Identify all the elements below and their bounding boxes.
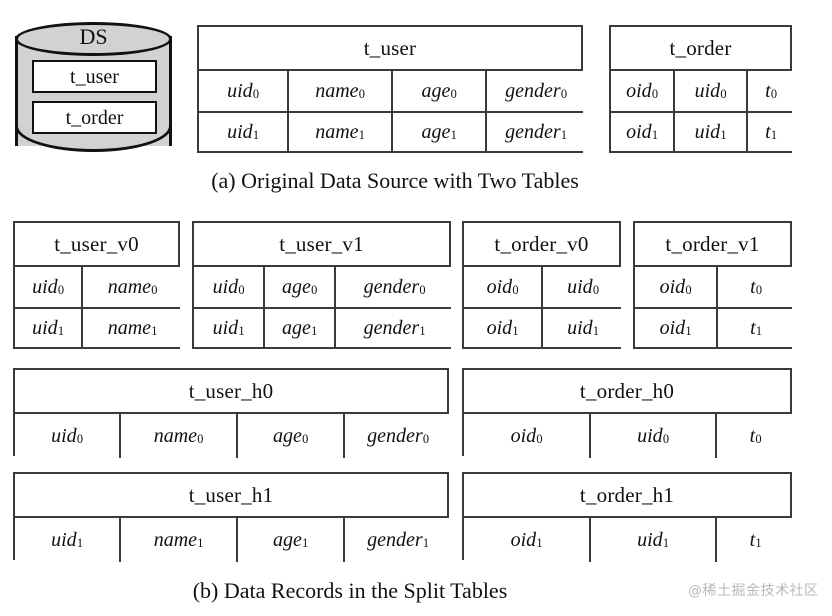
table-title: t_user [199, 27, 581, 71]
data-source-cylinder: DS t_user t_order [10, 18, 177, 154]
table-title: t_order_h1 [464, 474, 790, 518]
table-title: t_user_h1 [15, 474, 447, 518]
cylinder-top-ellipse [15, 22, 172, 56]
data-source-label: DS [79, 24, 108, 49]
table-title: t_user_h0 [15, 370, 447, 414]
table-title: t_user_v0 [15, 223, 178, 267]
watermark: @稀土掘金技术社区 [688, 583, 819, 599]
table-title: t_order_h0 [464, 370, 790, 414]
data-source-table-t-user: t_user [32, 60, 157, 93]
table-title: t_order [611, 27, 790, 71]
table-title: t_user_v1 [194, 223, 449, 267]
table-title: t_order_v1 [635, 223, 790, 267]
caption-a: (a) Original Data Source with Two Tables [211, 168, 579, 193]
table-title: t_order_v0 [464, 223, 619, 267]
caption-b: (b) Data Records in the Split Tables [192, 578, 508, 603]
data-source-table-t-order: t_order [32, 101, 157, 134]
